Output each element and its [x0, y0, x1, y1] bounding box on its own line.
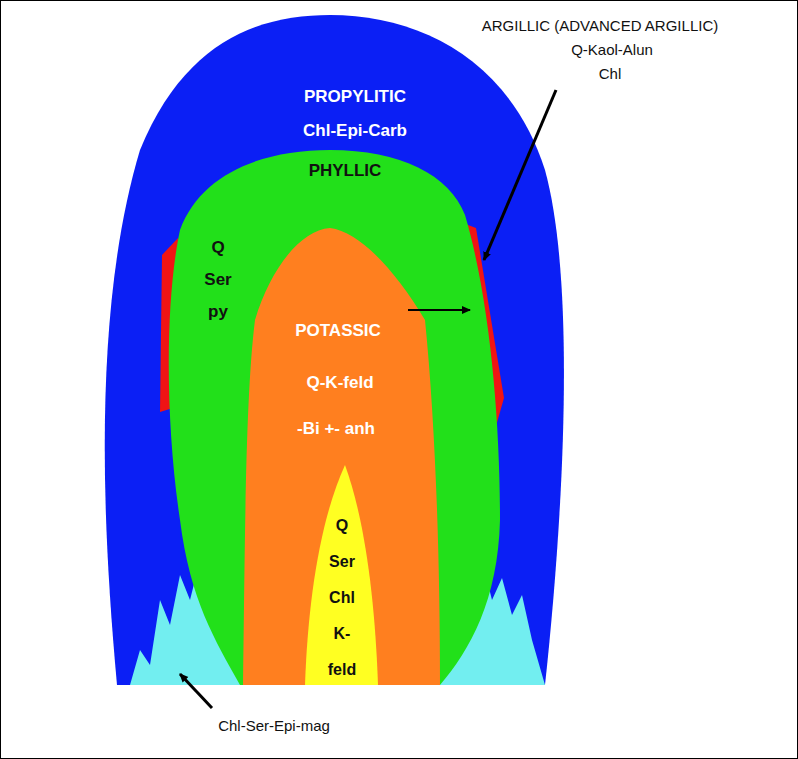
core-zone-outline: [300, 460, 385, 690]
zone-label: Chl-Ser-Epi-mag: [218, 716, 330, 735]
zone-text: PROPYLITIC: [304, 86, 406, 107]
potassic-zone-fill: [243, 228, 440, 685]
zone-text: PHYLLIC: [309, 160, 382, 181]
text-slot: Q Ser Chl K-feld: [328, 508, 356, 688]
zone-text: Q Ser py: [204, 232, 231, 328]
text-slot: PHYLLIC: [309, 160, 382, 181]
text-slot: Q-K-feld: [306, 372, 373, 393]
text-slot: Q Ser py: [204, 232, 231, 328]
core-zone: Q Ser Chl K-feld: [300, 460, 385, 690]
core-zone-fill: [305, 465, 378, 685]
zone-text: Q Ser Chl K-feld: [328, 508, 356, 688]
phyllic-zone: PHYLLIC Q Ser py POTASSIC Q-K-feld -Bi +- an…: [160, 145, 505, 690]
text-slot: PROPYLITIC: [304, 86, 406, 107]
leader-arrow: [484, 90, 556, 260]
propylitic-zone: PROPYLITIC Chl-Epi-CarbPHYLLIC Q Ser py POT…: [95, 10, 570, 690]
text-slot: Chl: [599, 64, 622, 83]
text-slot: Chl-Ser-Epi-mag: [218, 716, 330, 735]
propylitic-zone-fill: [105, 15, 564, 685]
zone-text: -Bi +- anh: [297, 418, 375, 439]
text-slot: Chl-Epi-Carb: [303, 120, 407, 141]
text-slot: POTASSIC: [295, 320, 381, 341]
text-slot: Q-Kaol-Alun: [571, 40, 653, 59]
leader-arrow: [408, 309, 470, 311]
zone-text: Chl-Epi-Carb: [303, 120, 407, 141]
text-slot: -Bi +- anh: [297, 418, 375, 439]
text-slot: ARGILLIC (ADVANCED ARGILLIC): [482, 16, 718, 35]
zone-label: Q-Kaol-Alun: [571, 40, 653, 59]
zone-text: POTASSIC: [295, 320, 381, 341]
leader-arrow: [180, 674, 212, 708]
zone-label: Chl: [599, 64, 622, 83]
potassic-zone: POTASSIC Q-K-feld -Bi +- anh Q Ser Chl K-fe…: [240, 222, 445, 690]
zone-label: ARGILLIC (ADVANCED ARGILLIC): [482, 16, 718, 35]
zone-text: Q-K-feld: [306, 372, 373, 393]
